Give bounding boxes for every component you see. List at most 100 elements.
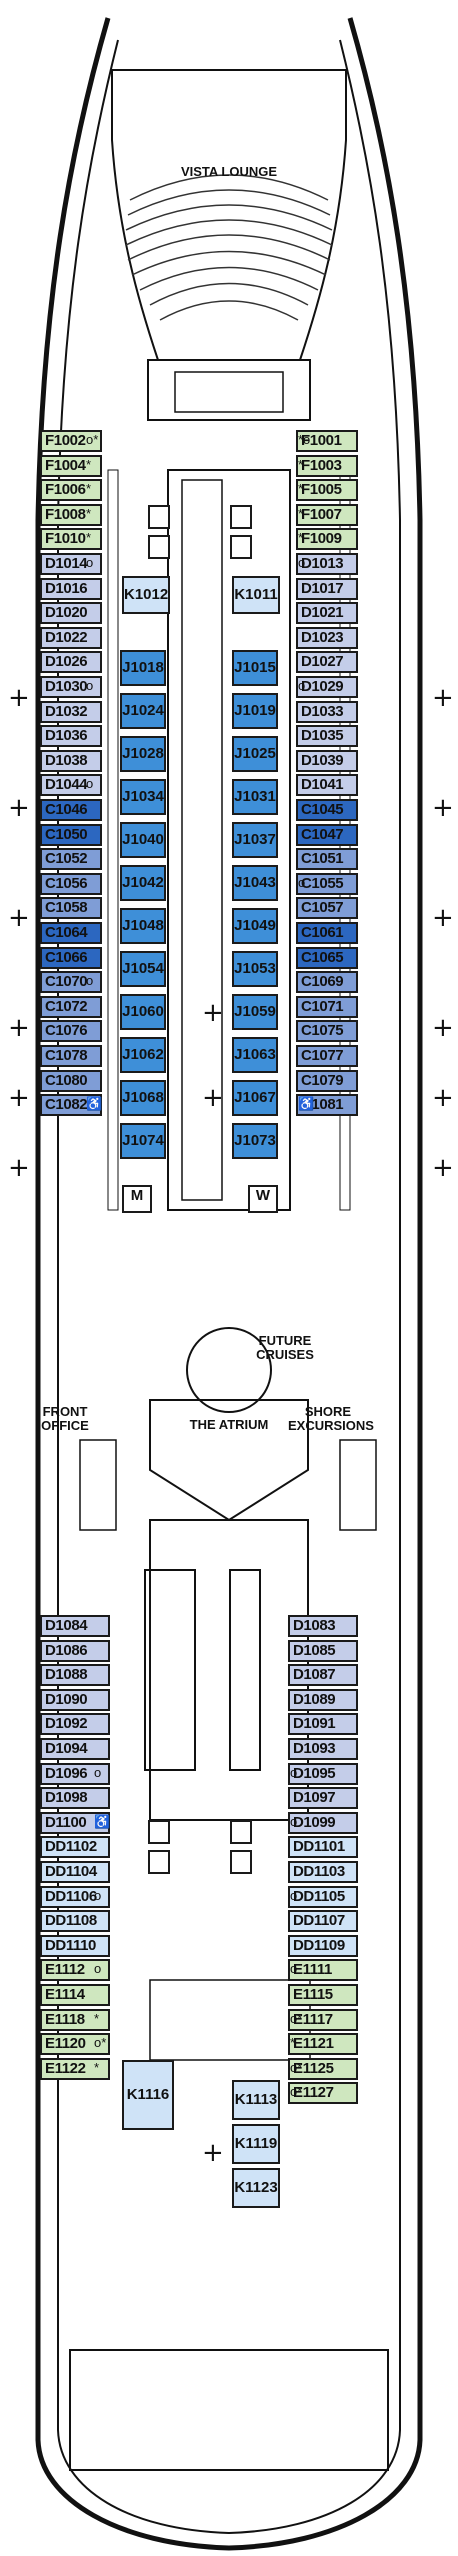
cabin-D1089[interactable]: D1089 bbox=[288, 1688, 358, 1711]
cabin-C1055[interactable]: C1055 bbox=[296, 872, 358, 895]
cabin-C1071[interactable]: C1071 bbox=[296, 995, 358, 1018]
cabin-C1076[interactable]: C1076 bbox=[40, 1020, 102, 1043]
cabin-J1037[interactable]: J1037 bbox=[232, 822, 278, 858]
cabin-E1122[interactable]: E1122 bbox=[40, 2057, 110, 2080]
cabin-D1020[interactable]: D1020 bbox=[40, 602, 102, 625]
cabin-F1003[interactable]: F1003 bbox=[296, 454, 358, 477]
cabin-D1032[interactable]: D1032 bbox=[40, 700, 102, 723]
cabin-D1099[interactable]: D1099 bbox=[288, 1811, 358, 1834]
cabin-F1007[interactable]: F1007 bbox=[296, 503, 358, 526]
cabin-K1119[interactable]: K1119 bbox=[232, 2124, 280, 2164]
cabin-F1004[interactable]: F1004 bbox=[40, 454, 102, 477]
cabin-C1050[interactable]: C1050 bbox=[40, 823, 102, 846]
cabin-DD1107[interactable]: DD1107 bbox=[288, 1910, 358, 1933]
cabin-D1087[interactable]: D1087 bbox=[288, 1664, 358, 1687]
cabin-D1095[interactable]: D1095 bbox=[288, 1762, 358, 1785]
cabin-K1011[interactable]: K1011 bbox=[232, 576, 280, 614]
cabin-D1092[interactable]: D1092 bbox=[40, 1713, 110, 1736]
cabin-C1069[interactable]: C1069 bbox=[296, 971, 358, 994]
cabin-D1022[interactable]: D1022 bbox=[40, 626, 102, 649]
cabin-DD1109[interactable]: DD1109 bbox=[288, 1934, 358, 1957]
cabin-DD1102[interactable]: DD1102 bbox=[40, 1836, 110, 1859]
cabin-E1111[interactable]: E1111 bbox=[288, 1959, 358, 1982]
cabin-J1059[interactable]: J1059 bbox=[232, 994, 278, 1030]
cabin-DD1105[interactable]: DD1105 bbox=[288, 1885, 358, 1908]
cabin-J1025[interactable]: J1025 bbox=[232, 736, 278, 772]
cabin-D1086[interactable]: D1086 bbox=[40, 1639, 110, 1662]
cabin-F1001[interactable]: F1001 bbox=[296, 430, 358, 452]
cabin-J1053[interactable]: J1053 bbox=[232, 951, 278, 987]
cabin-D1090[interactable]: D1090 bbox=[40, 1688, 110, 1711]
cabin-C1064[interactable]: C1064 bbox=[40, 922, 102, 944]
cabin-J1048[interactable]: J1048 bbox=[120, 908, 166, 944]
cabin-J1068[interactable]: J1068 bbox=[120, 1080, 166, 1116]
cabin-F1008[interactable]: F1008 bbox=[40, 503, 102, 526]
cabin-C1045[interactable]: C1045 bbox=[296, 799, 358, 821]
cabin-J1040[interactable]: J1040 bbox=[120, 822, 166, 858]
cabin-D1044[interactable]: D1044 bbox=[40, 774, 102, 797]
cabin-D1017[interactable]: D1017 bbox=[296, 577, 358, 600]
cabin-D1041[interactable]: D1041 bbox=[296, 774, 358, 797]
cabin-C1082[interactable]: C1082 bbox=[40, 1094, 102, 1117]
cabin-C1079[interactable]: C1079 bbox=[296, 1069, 358, 1092]
cabin-E1118[interactable]: E1118 bbox=[40, 2008, 110, 2031]
cabin-C1080[interactable]: C1080 bbox=[40, 1069, 102, 1092]
cabin-D1088[interactable]: D1088 bbox=[40, 1664, 110, 1687]
cabin-J1031[interactable]: J1031 bbox=[232, 779, 278, 815]
cabin-C1075[interactable]: C1075 bbox=[296, 1020, 358, 1043]
cabin-E1114[interactable]: E1114 bbox=[40, 1984, 110, 2006]
cabin-D1035[interactable]: D1035 bbox=[296, 725, 358, 748]
cabin-C1061[interactable]: C1061 bbox=[296, 922, 358, 944]
cabin-J1060[interactable]: J1060 bbox=[120, 994, 166, 1030]
cabin-D1036[interactable]: D1036 bbox=[40, 725, 102, 748]
cabin-J1063[interactable]: J1063 bbox=[232, 1037, 278, 1073]
cabin-E1121[interactable]: E1121 bbox=[288, 2033, 358, 2056]
cabin-J1062[interactable]: J1062 bbox=[120, 1037, 166, 1073]
cabin-DD1108[interactable]: DD1108 bbox=[40, 1910, 110, 1933]
cabin-C1052[interactable]: C1052 bbox=[40, 848, 102, 871]
cabin-C1047[interactable]: C1047 bbox=[296, 823, 358, 846]
cabin-E1115[interactable]: E1115 bbox=[288, 1984, 358, 2006]
cabin-J1019[interactable]: J1019 bbox=[232, 693, 278, 729]
cabin-F1005[interactable]: F1005 bbox=[296, 479, 358, 502]
cabin-DD1106[interactable]: DD1106 bbox=[40, 1885, 110, 1908]
cabin-C1057[interactable]: C1057 bbox=[296, 897, 358, 920]
cabin-D1085[interactable]: D1085 bbox=[288, 1639, 358, 1662]
cabin-D1039[interactable]: D1039 bbox=[296, 749, 358, 772]
cabin-J1054[interactable]: J1054 bbox=[120, 951, 166, 987]
cabin-C1051[interactable]: C1051 bbox=[296, 848, 358, 871]
cabin-E1120[interactable]: E1120 bbox=[40, 2033, 110, 2056]
cabin-C1066[interactable]: C1066 bbox=[40, 946, 102, 969]
cabin-DD1101[interactable]: DD1101 bbox=[288, 1836, 358, 1859]
cabin-J1043[interactable]: J1043 bbox=[232, 865, 278, 901]
cabin-J1024[interactable]: J1024 bbox=[120, 693, 166, 729]
cabin-J1073[interactable]: J1073 bbox=[232, 1123, 278, 1159]
cabin-D1013[interactable]: D1013 bbox=[296, 553, 358, 575]
cabin-K1113[interactable]: K1113 bbox=[232, 2080, 280, 2120]
cabin-C1072[interactable]: C1072 bbox=[40, 995, 102, 1018]
cabin-D1027[interactable]: D1027 bbox=[296, 651, 358, 674]
cabin-K1116[interactable]: K1116 bbox=[122, 2060, 174, 2130]
cabin-J1074[interactable]: J1074 bbox=[120, 1123, 166, 1159]
cabin-C1081[interactable]: C1081 bbox=[296, 1094, 358, 1117]
cabin-C1078[interactable]: C1078 bbox=[40, 1045, 102, 1067]
cabin-J1042[interactable]: J1042 bbox=[120, 865, 166, 901]
cabin-E1127[interactable]: E1127 bbox=[288, 2082, 358, 2105]
cabin-D1029[interactable]: D1029 bbox=[296, 676, 358, 698]
cabin-D1083[interactable]: D1083 bbox=[288, 1615, 358, 1637]
cabin-J1028[interactable]: J1028 bbox=[120, 736, 166, 772]
cabin-D1094[interactable]: D1094 bbox=[40, 1738, 110, 1760]
cabin-K1123[interactable]: K1123 bbox=[232, 2168, 280, 2208]
cabin-D1096[interactable]: D1096 bbox=[40, 1762, 110, 1785]
cabin-DD1103[interactable]: DD1103 bbox=[288, 1861, 358, 1883]
cabin-D1093[interactable]: D1093 bbox=[288, 1738, 358, 1760]
cabin-D1016[interactable]: D1016 bbox=[40, 577, 102, 600]
cabin-DD1104[interactable]: DD1104 bbox=[40, 1861, 110, 1883]
cabin-D1038[interactable]: D1038 bbox=[40, 749, 102, 772]
cabin-F1002[interactable]: F1002 bbox=[40, 430, 102, 452]
cabin-J1067[interactable]: J1067 bbox=[232, 1080, 278, 1116]
cabin-D1100[interactable]: D1100 bbox=[40, 1811, 110, 1834]
cabin-D1091[interactable]: D1091 bbox=[288, 1713, 358, 1736]
cabin-C1070[interactable]: C1070 bbox=[40, 971, 102, 994]
cabin-D1021[interactable]: D1021 bbox=[296, 602, 358, 625]
